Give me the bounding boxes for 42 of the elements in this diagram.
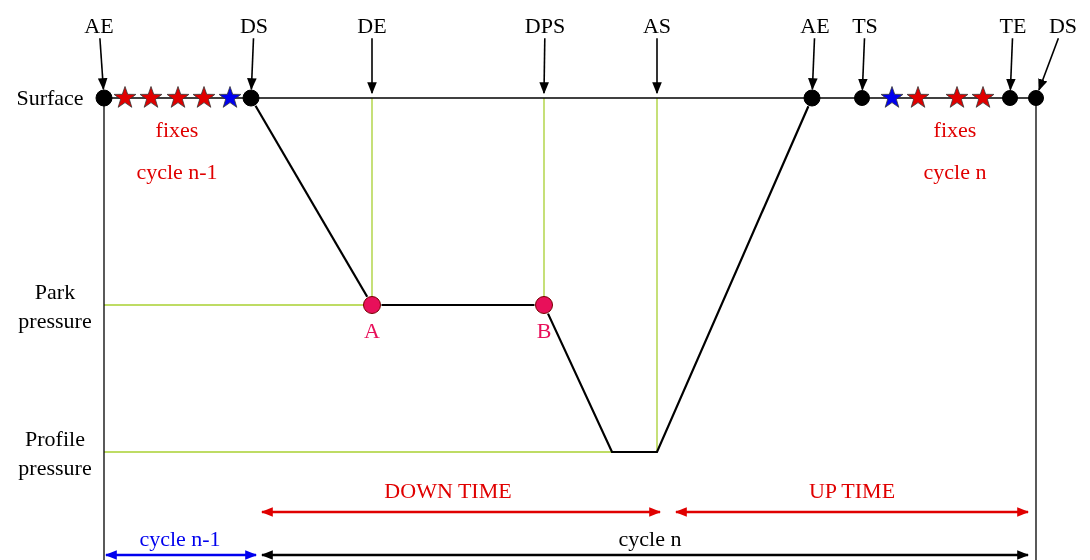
- profile-line: [547, 105, 810, 454]
- annotation: fixes: [155, 115, 199, 144]
- event-label: DS: [239, 11, 269, 41]
- arrow: [539, 37, 549, 95]
- axis-label: Profile pressure: [17, 425, 93, 482]
- axis-label: Park pressure: [17, 278, 93, 335]
- point-marker: [1002, 90, 1018, 106]
- event-label: DE: [357, 11, 387, 41]
- arrow: [858, 37, 868, 91]
- event-label: TS: [852, 11, 878, 41]
- event-label: AE: [84, 11, 114, 41]
- point-marker: [95, 89, 113, 107]
- point-marker: [854, 90, 870, 106]
- point-marker: [363, 296, 381, 314]
- annotation: cycle n: [923, 157, 987, 186]
- arrow: [1006, 37, 1016, 91]
- point-marker: [535, 296, 553, 314]
- dimension-label: cycle n: [618, 524, 682, 553]
- arrow: [97, 37, 108, 91]
- event-label: AS: [642, 11, 672, 41]
- event-label: TE: [999, 11, 1027, 41]
- dimension-label: DOWN TIME: [384, 476, 512, 505]
- arrow: [247, 37, 257, 91]
- annotation: fixes: [933, 115, 977, 144]
- point-marker: [1028, 90, 1044, 106]
- event-label: DS: [1048, 11, 1078, 41]
- profile-line: [381, 303, 535, 307]
- point-marker: [242, 89, 260, 107]
- annotation: cycle n-1: [136, 157, 218, 186]
- point-marker: [803, 89, 821, 107]
- dimension-label: UP TIME: [808, 476, 896, 505]
- arrow: [1038, 37, 1060, 92]
- arrow: [652, 37, 662, 95]
- event-label: DPS: [524, 11, 566, 41]
- dimension-label: cycle n-1: [139, 524, 221, 553]
- point-label: A: [364, 316, 380, 345]
- axis-label: Surface: [16, 83, 84, 112]
- profile-line: [254, 105, 369, 298]
- point-label: B: [536, 316, 552, 345]
- arrow: [367, 37, 377, 95]
- arrow: [808, 37, 818, 91]
- event-label: AE: [800, 11, 830, 41]
